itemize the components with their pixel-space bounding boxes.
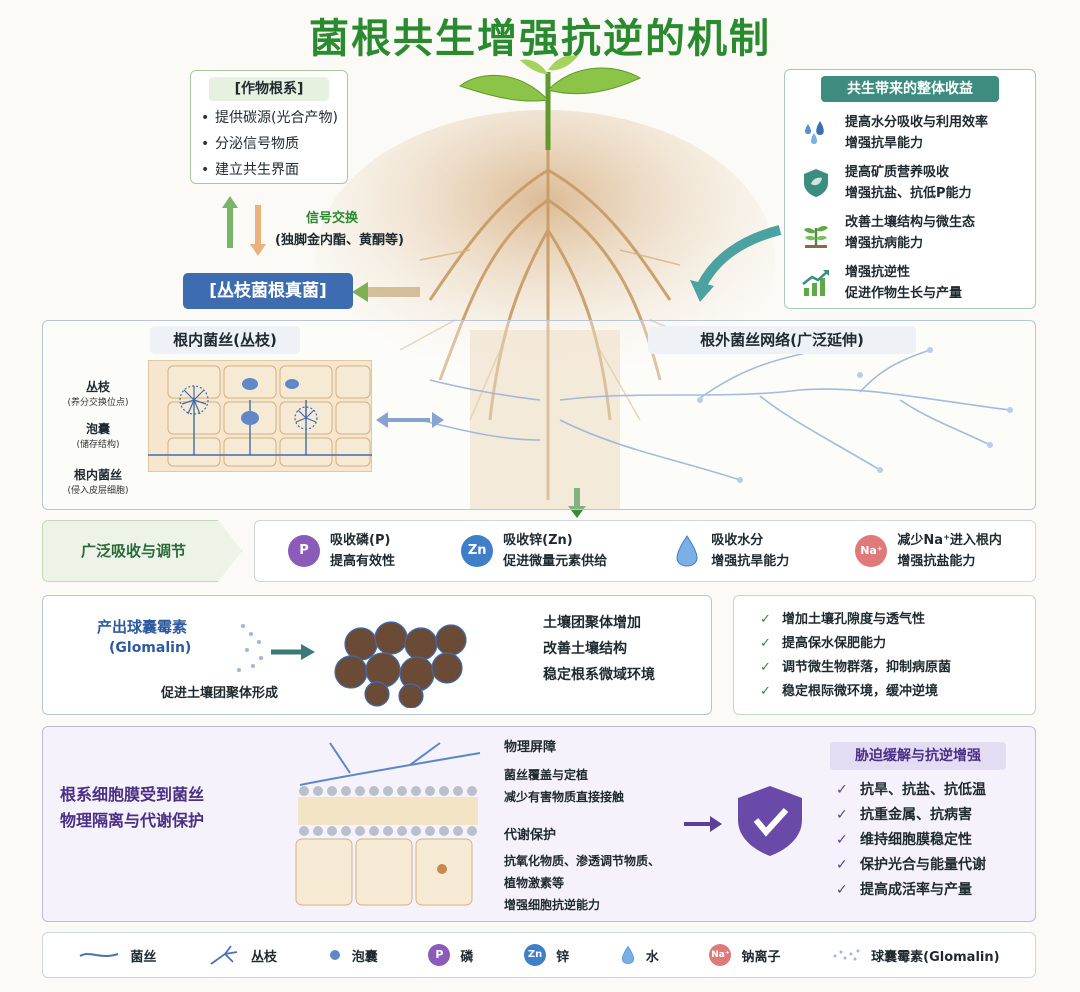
crop-root-list: 提供碳源(光合产物) 分泌信号物质 建立共生界面 xyxy=(191,105,347,183)
glomalin-checks-card: 增加土壤孔隙度与透气性 提高保水保肥能力 调节微生物群落，抑制病原菌 稳定根际微… xyxy=(733,595,1036,715)
phosphorus-icon: P xyxy=(428,944,451,966)
benefit-item: 增强抗逆性促进作物生长与产量 xyxy=(799,258,1021,308)
root-cells-diagram xyxy=(148,360,372,472)
absorb-heading-box: 广泛吸收与调节 xyxy=(42,520,242,582)
list-item: 减少有害物质直接接触 xyxy=(504,790,625,804)
amf-label: [丛枝菌根真菌] xyxy=(183,273,353,309)
plant-icon xyxy=(804,226,828,248)
legend-bar: 菌丝 丛枝 泡囊 P 磷 Zn 锌 水 Na⁺ 钠离子 球囊霉素(Glomali… xyxy=(42,932,1036,978)
benefits-heading: 共生带来的整体收益 xyxy=(821,76,999,102)
list-item: 抗旱、抗盐、抗低温 xyxy=(836,778,986,803)
metabolic-block: 代谢保护 抗氧化物质、渗透调节物质、 植物激素等 增强细胞抗逆能力 xyxy=(504,826,704,916)
absorb-heading: 广泛吸收与调节 xyxy=(81,542,187,560)
list-item: 植物激素等 xyxy=(504,876,565,890)
list-item: 稳定根际微环境，缓冲逆境 xyxy=(760,680,1035,704)
absorb-item-water: 吸收水分增强抗旱能力 xyxy=(673,530,789,572)
soil-aggregate-illustration xyxy=(237,621,467,708)
intra-label-vesicle: 泡囊 (储存结构) xyxy=(76,422,120,450)
glomalin-title: 产出球囊霉素 xyxy=(97,618,188,636)
glomalin-caption: 促进土壤团聚体形成 xyxy=(161,686,279,701)
benefit-item: 提高矿质营养吸收增强抗盐、抗低P能力 xyxy=(799,158,1021,208)
list-item: 土壤团聚体增加 xyxy=(543,615,641,631)
list-item: 增强细胞抗逆能力 xyxy=(504,898,601,912)
legend-item: 球囊霉素(Glomalin) xyxy=(831,946,1000,965)
crop-root-card: [作物根系] 提供碳源(光合产物) 分泌信号物质 建立共生界面 xyxy=(190,70,348,184)
absorb-card: P 吸收磷(P)提高有效性 Zn 吸收锌(Zn)促进微量元素供给 吸收水分增强抗… xyxy=(254,520,1036,582)
glomalin-subtitle: (Glomalin) xyxy=(109,640,192,656)
benefits-card: 共生带来的整体收益 提高水分吸收与利用效率增强抗旱能力 提高矿质营养吸收增强抗盐… xyxy=(784,69,1036,309)
list-item: 提高成活率与产量 xyxy=(836,878,986,903)
zinc-icon: Zn xyxy=(461,535,494,567)
result-heading: 胁迫缓解与抗逆增强 xyxy=(830,742,1006,770)
extra-heading: 根外菌丝网络(广泛延伸) xyxy=(648,326,916,354)
membrane-illustration xyxy=(295,742,481,906)
legend-item: Na⁺ 钠离子 xyxy=(709,944,780,966)
legend-item: Zn 锌 xyxy=(524,944,569,966)
list-item: 分泌信号物质 xyxy=(199,131,339,157)
legend-item: 菌丝 xyxy=(78,946,156,965)
arbuscule-drawing xyxy=(179,385,318,430)
list-item: 维持细胞膜稳定性 xyxy=(836,828,986,853)
list-item: 抗氧化物质、渗透调节物质、 xyxy=(504,854,661,868)
zinc-icon: Zn xyxy=(524,944,547,966)
hypha-icon xyxy=(79,953,119,957)
legend-item: 水 xyxy=(620,944,659,966)
crop-root-heading: [作物根系] xyxy=(209,77,329,101)
absorb-item-zn: Zn 吸收锌(Zn)促进微量元素供给 xyxy=(461,530,607,572)
growth-chart-icon xyxy=(802,270,829,296)
intra-label-hypha: 根内菌丝 (侵入皮层细胞) xyxy=(67,468,129,496)
glomalin-card: 产出球囊霉素 (Glomalin) 促进土壤团聚体形成 土壤团聚体增加 改善土壤… xyxy=(42,595,712,715)
glomalin-icon xyxy=(833,949,860,961)
vesicle-drawing xyxy=(241,378,299,425)
list-item: 提供碳源(光合产物) xyxy=(199,105,339,131)
benefits-list: 提高水分吸收与利用效率增强抗旱能力 提高矿质营养吸收增强抗盐、抗低P能力 改善土… xyxy=(785,108,1035,308)
arbuscule-icon xyxy=(210,945,238,965)
protection-left-text: 根系细胞膜受到菌丝 物理隔离与代谢保护 xyxy=(60,785,205,830)
shield-leaf-icon xyxy=(804,169,828,197)
water-drop-icon xyxy=(676,535,698,567)
list-item: 提高保水保肥能力 xyxy=(760,632,1035,656)
result-list: 抗旱、抗盐、抗低温 抗重金属、抗病害 维持细胞膜稳定性 保护光合与能量代谢 提高… xyxy=(836,778,986,903)
list-item: 稳定根系微域环境 xyxy=(543,667,655,683)
water-icon xyxy=(621,945,634,964)
absorb-item-p: P 吸收磷(P)提高有效性 xyxy=(288,530,395,572)
intra-label-arbuscule: 丛枝 (养分交换位点) xyxy=(67,380,129,408)
benefit-item: 改善土壤结构与微生态增强抗病能力 xyxy=(799,208,1021,258)
legend-item: 丛枝 xyxy=(207,942,277,968)
signal-detail: (独脚金内酯、黄酮等) xyxy=(275,233,404,248)
benefit-item: 提高水分吸收与利用效率增强抗旱能力 xyxy=(799,108,1021,158)
intra-heading: 根内菌丝(丛枝) xyxy=(150,326,300,354)
signal-label: 信号交换 xyxy=(306,211,359,226)
sodium-icon: Na⁺ xyxy=(855,535,888,567)
legend-item: P 磷 xyxy=(428,944,473,966)
list-item: 改善土壤结构 xyxy=(543,641,627,657)
barrier-block: 物理屏障 菌丝覆盖与定植 减少有害物质直接接触 xyxy=(504,738,694,808)
vesicle-icon xyxy=(329,950,340,960)
protection-arrow-shield xyxy=(684,786,802,856)
list-item: 建立共生界面 xyxy=(199,157,339,183)
list-item: 调节微生物群落，抑制病原菌 xyxy=(760,656,1035,680)
glomalin-checks: 增加土壤孔隙度与透气性 提高保水保肥能力 调节微生物群落，抑制病原菌 稳定根际微… xyxy=(760,608,1035,704)
sodium-icon: Na⁺ xyxy=(709,944,732,966)
phosphorus-icon: P xyxy=(288,535,321,567)
legend-item: 泡囊 xyxy=(328,946,378,965)
page-title: 菌根共生增强抗逆的机制 xyxy=(309,16,771,62)
list-item: 菌丝覆盖与定植 xyxy=(504,768,589,782)
list-item: 保护光合与能量代谢 xyxy=(836,853,986,878)
water-drops-icon xyxy=(805,121,824,144)
list-item: 抗重金属、抗病害 xyxy=(836,803,986,828)
absorb-item-na: Na⁺ 减少Na⁺进入根内增强抗盐能力 xyxy=(855,530,1002,572)
list-item: 增加土壤孔隙度与透气性 xyxy=(760,608,1035,632)
glomalin-effects: 土壤团聚体增加 改善土壤结构 稳定根系微域环境 xyxy=(543,610,655,688)
